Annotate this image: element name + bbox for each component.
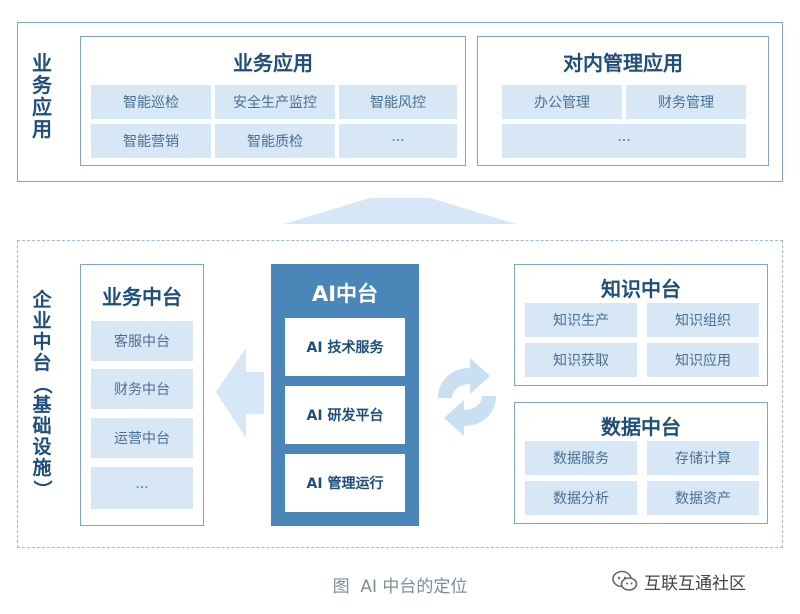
app-cell-more[interactable]: ··· (339, 124, 457, 158)
up-arrow-icon (284, 198, 516, 224)
platform-cell[interactable]: 知识获取 (525, 343, 637, 377)
app-cell[interactable]: 智能风控 (339, 85, 457, 119)
app-cell[interactable]: 办公管理 (502, 85, 622, 119)
platform-cell[interactable]: 财务中台 (91, 369, 193, 409)
business-platform-panel: 业务中台 客服中台 财务中台 运营中台 ··· (80, 264, 204, 526)
ai-service-cell[interactable]: AI 管理运行 (285, 454, 405, 512)
app-cell-more[interactable]: ··· (502, 124, 746, 158)
knowledge-platform-title: 知识中台 (601, 277, 681, 301)
platform-cell[interactable]: 知识应用 (647, 343, 759, 377)
label-char: 企 (32, 289, 52, 311)
ai-platform-title: AI中台 (311, 282, 379, 306)
platform-cell[interactable]: 客服中台 (91, 321, 193, 361)
data-platform-title: 数据中台 (601, 415, 681, 439)
enterprise-platform-section (17, 240, 783, 548)
label-char: 础 (32, 415, 52, 437)
app-cell[interactable]: 智能营销 (91, 124, 211, 158)
internal-apps-panel: 对内管理应用 办公管理 财务管理 ··· (477, 36, 769, 166)
app-cell[interactable]: 智能巡检 (91, 85, 211, 119)
internal-apps-title: 对内管理应用 (563, 51, 683, 75)
label-char: （ (31, 374, 54, 395)
app-cell[interactable]: 智能质检 (215, 124, 335, 158)
label-char: 业 (32, 51, 52, 75)
watermark-text: 互联互通社区 (644, 573, 746, 594)
label-char: 用 (32, 117, 52, 141)
figure-caption: 图 AI 中台的定位 (332, 577, 468, 597)
platform-cell-more[interactable]: ··· (91, 467, 193, 509)
label-char: 台 (32, 352, 52, 374)
business-application-label: 业 务 应 用 (22, 52, 62, 140)
platform-cell[interactable]: 运营中台 (91, 418, 193, 458)
business-platform-title: 业务中台 (102, 285, 182, 309)
knowledge-platform-panel: 知识中台 知识生产 知识组织 知识获取 知识应用 (514, 264, 768, 386)
data-platform-panel: 数据中台 数据服务 存储计算 数据分析 数据资产 (514, 402, 768, 524)
label-char: ） (31, 479, 54, 500)
platform-cell[interactable]: 数据资产 (647, 481, 759, 515)
label-char: 设 (32, 436, 52, 458)
label-char: 务 (32, 73, 52, 97)
exchange-cycle-icon (438, 358, 496, 436)
left-arrow-icon (216, 348, 264, 438)
platform-cell[interactable]: 数据分析 (525, 481, 637, 515)
business-apps-title: 业务应用 (233, 51, 313, 75)
app-cell[interactable]: 财务管理 (626, 85, 746, 119)
enterprise-platform-label: 企 业 中 台 （ 基 础 设 施 ） (22, 290, 62, 500)
label-char: 应 (32, 95, 52, 119)
platform-cell[interactable]: 数据服务 (525, 441, 637, 475)
platform-cell[interactable]: 存储计算 (647, 441, 759, 475)
watermark: 互联互通社区 (612, 568, 746, 594)
platform-cell[interactable]: 知识生产 (525, 303, 637, 337)
label-char: 基 (32, 394, 52, 416)
label-char: 中 (32, 331, 52, 353)
business-apps-panel: 业务应用 智能巡检 安全生产监控 智能风控 智能营销 智能质检 ··· (80, 36, 466, 166)
platform-cell[interactable]: 知识组织 (647, 303, 759, 337)
ai-platform-panel: AI中台 AI 技术服务 AI 研发平台 AI 管理运行 (271, 264, 419, 526)
ai-service-cell[interactable]: AI 技术服务 (285, 318, 405, 376)
wechat-icon (612, 570, 638, 591)
label-char: 施 (32, 457, 52, 479)
app-cell[interactable]: 安全生产监控 (215, 85, 335, 119)
label-char: 业 (32, 310, 52, 332)
ai-service-cell[interactable]: AI 研发平台 (285, 386, 405, 444)
